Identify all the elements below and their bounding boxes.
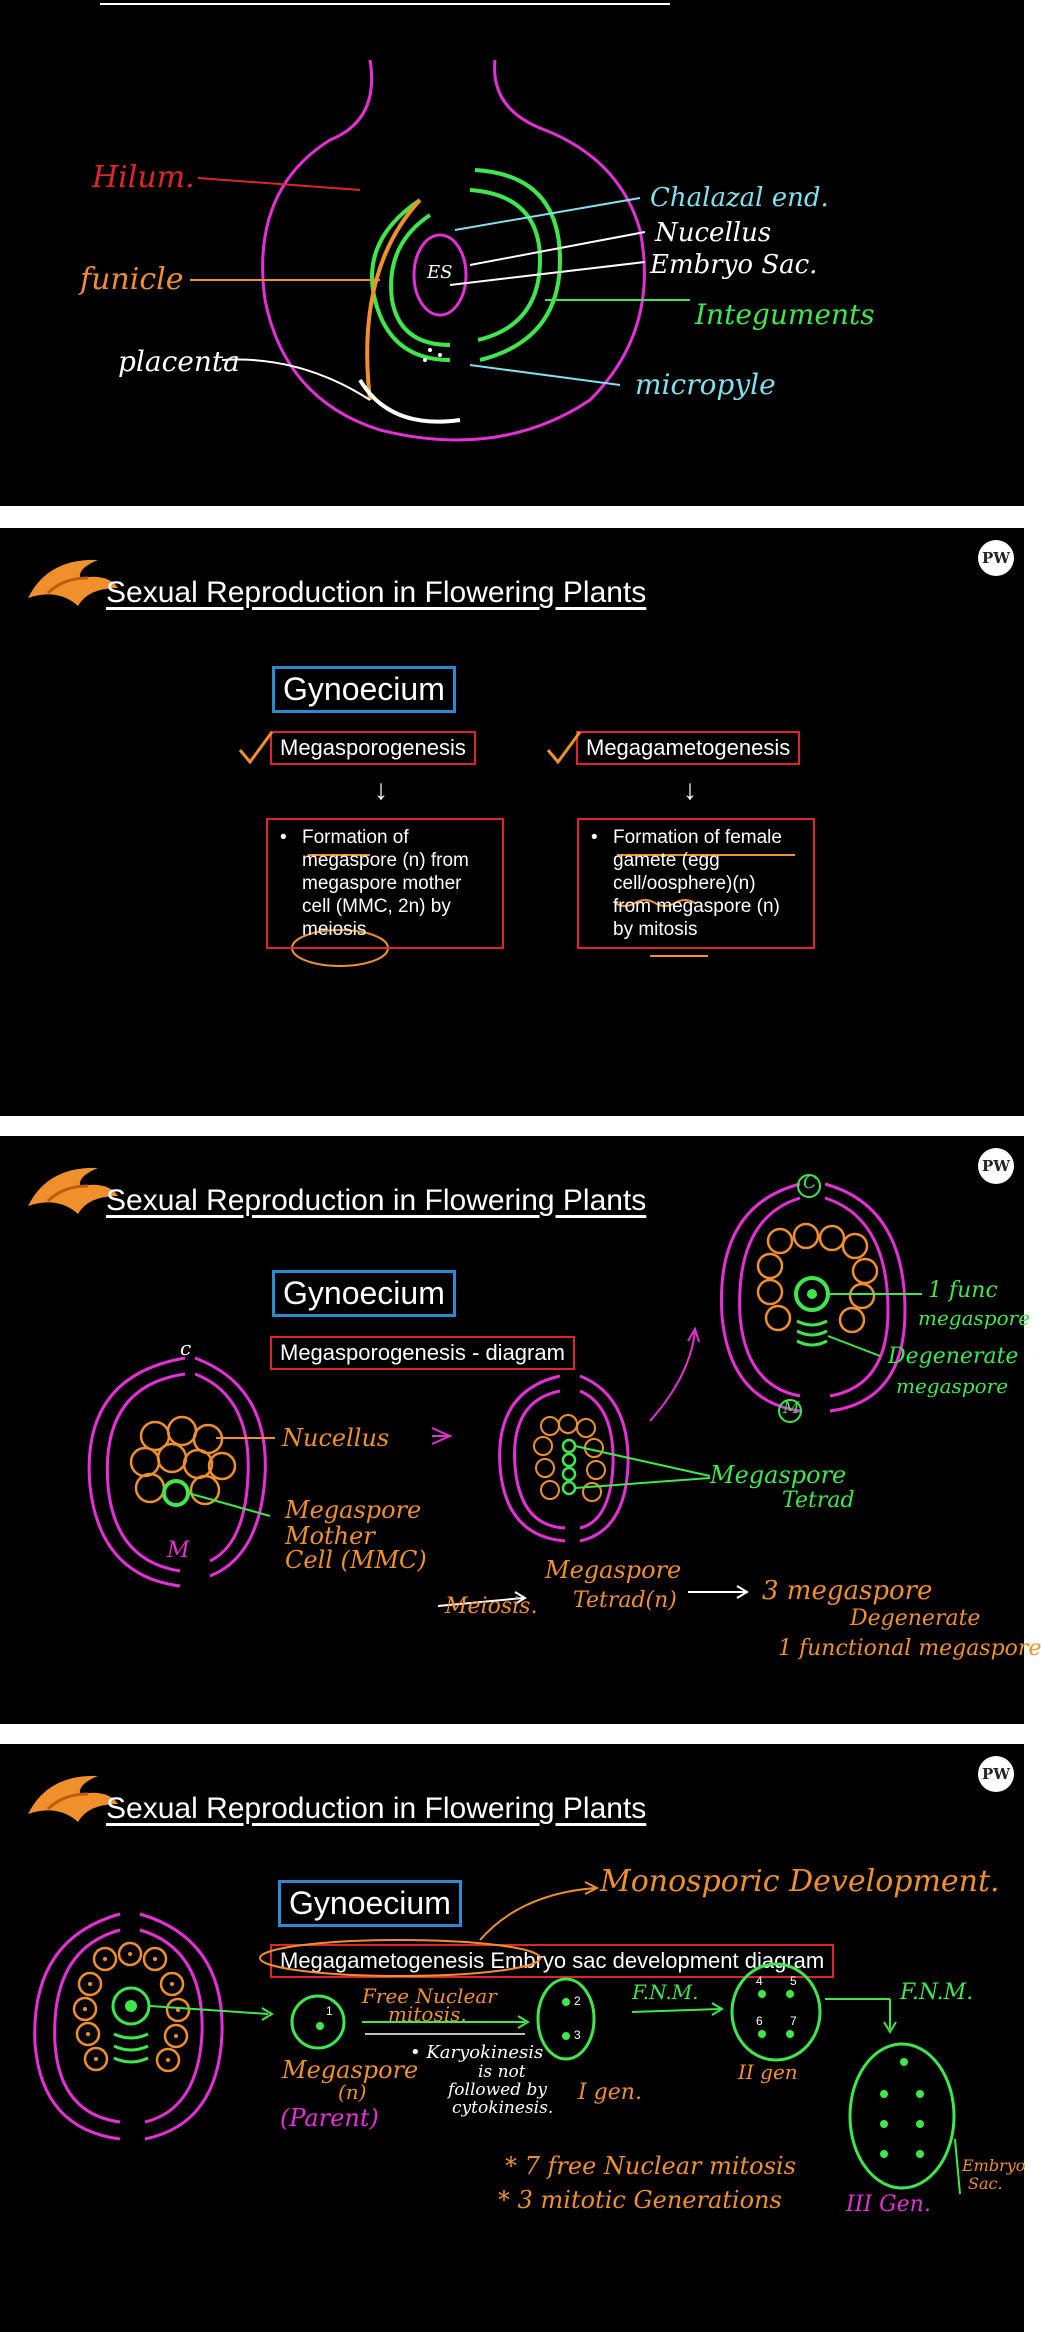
label-note2: * 3 mitotic Generations	[498, 2186, 782, 2214]
nucleus-num-2: 2	[574, 1994, 581, 2008]
megasporogenesis-note: • Formation of megaspore (n) from megasp…	[266, 818, 504, 949]
arrow-down-left: ↓	[374, 774, 388, 805]
slide-title: Sexual Reproduction in Flowering Plants	[106, 576, 647, 609]
label-sac: Sac.	[968, 2174, 1003, 2193]
megagametogenesis-drawing	[33, 1881, 961, 2195]
label-embryo-sac: Embryo Sac.	[650, 250, 818, 280]
label-meiosis: Meiosis.	[445, 1594, 538, 1619]
label-integuments: Integuments	[695, 298, 875, 331]
arrow-down-right: ↓	[683, 774, 697, 805]
label-micropyle: micropyle	[635, 368, 776, 401]
label-mmc-1: Megaspore	[285, 1496, 422, 1524]
label-degenerate-1: Degenerate	[888, 1344, 1019, 1369]
megagametogenesis-box: Megagametogenesis	[576, 731, 801, 765]
label-tetrad-1: Megaspore	[545, 1556, 682, 1584]
label-cytokinesis: cytokinesis.	[452, 2098, 554, 2118]
label-chalazal-end: Chalazal end.	[650, 183, 829, 213]
megasporogenesis-drawing	[87, 1174, 922, 1607]
label-parent: (Parent)	[280, 2104, 379, 2132]
label-functional-2: megaspore	[918, 1306, 1031, 1330]
label-placenta: placenta	[118, 345, 240, 378]
label-nucellus: Nucellus	[282, 1424, 390, 1452]
label-m-left: M	[167, 1538, 190, 1563]
nucleus-num-6: 6	[756, 2014, 763, 2028]
label-fnm1: F.N.M.	[632, 1980, 699, 2004]
pw-logo-icon	[28, 1167, 118, 1214]
label-monosporic: Monosporic Development.	[600, 1864, 1000, 1899]
label-followed-by: followed by	[448, 2080, 548, 2100]
label-hilum: Hilum.	[92, 160, 195, 195]
pw-badge: PW	[978, 1148, 1014, 1184]
label-gen3: III Gen.	[846, 2192, 931, 2217]
pw-logo-icon	[28, 1775, 118, 1822]
label-megaspore-tetrad-1: Megaspore	[710, 1461, 847, 1489]
label-tetrad-2: Tetrad(n)	[573, 1588, 677, 1613]
label-result-1: 3 megaspore	[762, 1576, 933, 1606]
label-nucellus: Nucellus	[655, 218, 772, 248]
megagametogenesis-note: • Formation of female gamete (egg cell/o…	[577, 818, 815, 949]
label-karyokinesis: • Karyokinesis	[410, 2042, 544, 2063]
label-megaspore: Megaspore	[282, 2056, 419, 2084]
gynoecium-heading: Gynoecium	[278, 1880, 462, 1927]
label-result-2: Degenerate	[850, 1606, 981, 1631]
label-is-not: is not	[478, 2062, 526, 2082]
nucleus-num-4: 4	[756, 1974, 763, 1988]
pw-badge: PW	[978, 1756, 1014, 1792]
label-embryo: Embryo	[962, 2156, 1026, 2175]
pw-badge: PW	[978, 540, 1014, 576]
megasporogenesis-box: Megasporogenesis	[270, 731, 476, 765]
label-degenerate-2: megaspore	[896, 1374, 1009, 1398]
label-result-3: 1 functional megaspore	[778, 1636, 1041, 1661]
slide-title: Sexual Reproduction in Flowering Plants	[106, 1184, 647, 1217]
pw-logo-icon	[28, 559, 118, 606]
slide-ovule-diagram: Hilum. funicle placenta ES Chalazal end.…	[0, 0, 1024, 506]
label-mmc-3: Cell (MMC)	[285, 1546, 427, 1574]
label-es: ES	[427, 262, 453, 283]
label-mitosis: mitosis.	[388, 2002, 467, 2026]
label-free-nuclear: Free Nuclear	[362, 1984, 497, 2008]
label-c-left: c	[180, 1336, 192, 1360]
label-fnm2: F.N.M.	[900, 1980, 974, 2005]
nucleus-num-3: 3	[574, 2028, 581, 2042]
slide-megagametogenesis-diagram: Sexual Reproduction in Flowering Plants …	[0, 1744, 1026, 2332]
label-funicle: funicle	[80, 262, 184, 297]
gynoecium-heading: Gynoecium	[272, 1270, 456, 1317]
slide-title: Sexual Reproduction in Flowering Plants	[106, 1792, 647, 1825]
ovule-diagram-drawing	[100, 3, 690, 442]
nucleus-num-5: 5	[790, 1974, 797, 1988]
label-functional-1: 1 func	[928, 1278, 998, 1303]
label-n: (n)	[338, 2080, 367, 2104]
label-c-right: C	[803, 1172, 817, 1193]
label-gen2: II gen	[738, 2060, 798, 2084]
label-megaspore-tetrad-2: Tetrad	[782, 1488, 855, 1513]
nucleus-num-1: 1	[326, 2004, 333, 2018]
label-mmc-2: Mother	[285, 1522, 375, 1550]
label-m-right: M	[783, 1398, 800, 1417]
slide2-annotations	[238, 731, 795, 967]
nucleus-num-7: 7	[790, 2014, 797, 2028]
slide-megasporogenesis-diagram: Sexual Reproduction in Flowering Plants …	[0, 1136, 1041, 1724]
label-gen1: I gen.	[578, 2080, 642, 2105]
gynoecium-heading: Gynoecium	[272, 666, 456, 713]
slide-megasporogenesis-vs-megagametogenesis: Sexual Reproduction in Flowering Plants …	[0, 528, 1024, 1116]
megasporogenesis-diagram-box: Megasporogenesis - diagram	[270, 1336, 575, 1370]
label-note1: * 7 free Nuclear mitosis	[505, 2152, 796, 2180]
